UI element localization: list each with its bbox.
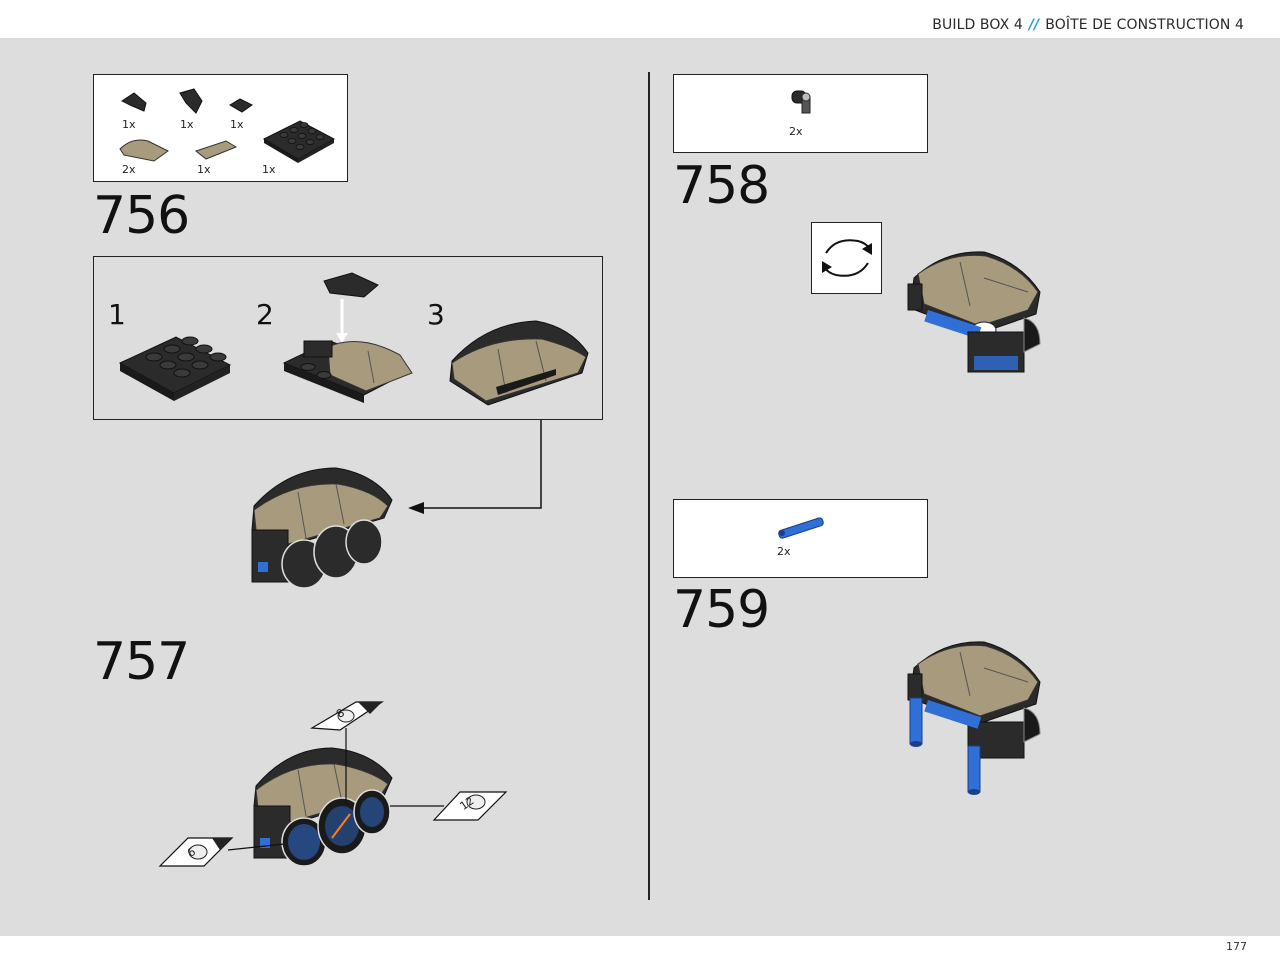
qty-tile-small: 1x [230, 118, 244, 131]
sub-step-1-plate-illustration [118, 336, 232, 401]
sticker-12-callout [432, 791, 508, 821]
part-tile-small-icon [229, 98, 253, 113]
instruction-page [0, 38, 1280, 936]
header-build-box-fr: BOÎTE DE CONSTRUCTION 4 [1045, 17, 1244, 33]
rotate-arrows-icon [822, 239, 872, 277]
sub-assembly-box-756: 1 2 3 [93, 256, 603, 420]
qty-axle-connector: 2x [789, 125, 803, 138]
sub-step-2-label: 2 [256, 298, 274, 331]
page-number: 177 [1226, 940, 1247, 953]
step-758-illustration [907, 251, 1041, 373]
step-number-756: 756 [93, 186, 190, 246]
qty-curved-slope-tan: 2x [122, 163, 136, 176]
sub-step-1-label: 1 [108, 298, 126, 331]
step-number-758: 758 [673, 156, 770, 216]
part-wedge-right-icon [179, 88, 203, 114]
header-build-box-en: BUILD BOX 4 [932, 17, 1023, 33]
page-header: BUILD BOX 4 // BOÎTE DE CONSTRUCTION 4 [932, 17, 1244, 33]
column-divider [648, 72, 650, 900]
qty-wedge-right: 1x [180, 118, 194, 131]
sub-step-2-illustration [282, 272, 413, 403]
part-wedge-left-icon [121, 92, 147, 112]
parts-list-756: 1x 1x 1x 1x 2x 1x [93, 74, 348, 182]
qty-blue-pin: 2x [777, 545, 791, 558]
footer-bar [0, 936, 1280, 974]
header-separator: // [1028, 17, 1040, 33]
header-bar [0, 0, 1280, 38]
part-blue-pin-icon [778, 517, 824, 539]
step-757-illustration [158, 701, 508, 867]
qty-plate-3x4: 1x [262, 163, 276, 176]
sub-step-3-illustration [449, 320, 589, 406]
sub-step-3-label: 3 [427, 298, 445, 331]
sticker-8-callout [310, 701, 384, 731]
sticker-6-callout [158, 837, 234, 867]
parts-list-759: 2x [673, 499, 928, 578]
part-plate-3x4-icon [262, 120, 336, 163]
rotate-model-indicator [811, 222, 882, 294]
part-tile-tan-icon [194, 140, 238, 160]
qty-wedge-left: 1x [122, 118, 136, 131]
step-number-759: 759 [673, 580, 770, 640]
qty-tile-tan: 1x [197, 163, 211, 176]
step-759-illustration [907, 641, 1041, 795]
step-number-757: 757 [93, 632, 190, 692]
part-curved-slope-tan-icon [119, 139, 169, 162]
step-756-result-illustration [251, 467, 393, 589]
part-axle-connector-icon [791, 90, 811, 114]
parts-list-758: 2x [673, 74, 928, 153]
